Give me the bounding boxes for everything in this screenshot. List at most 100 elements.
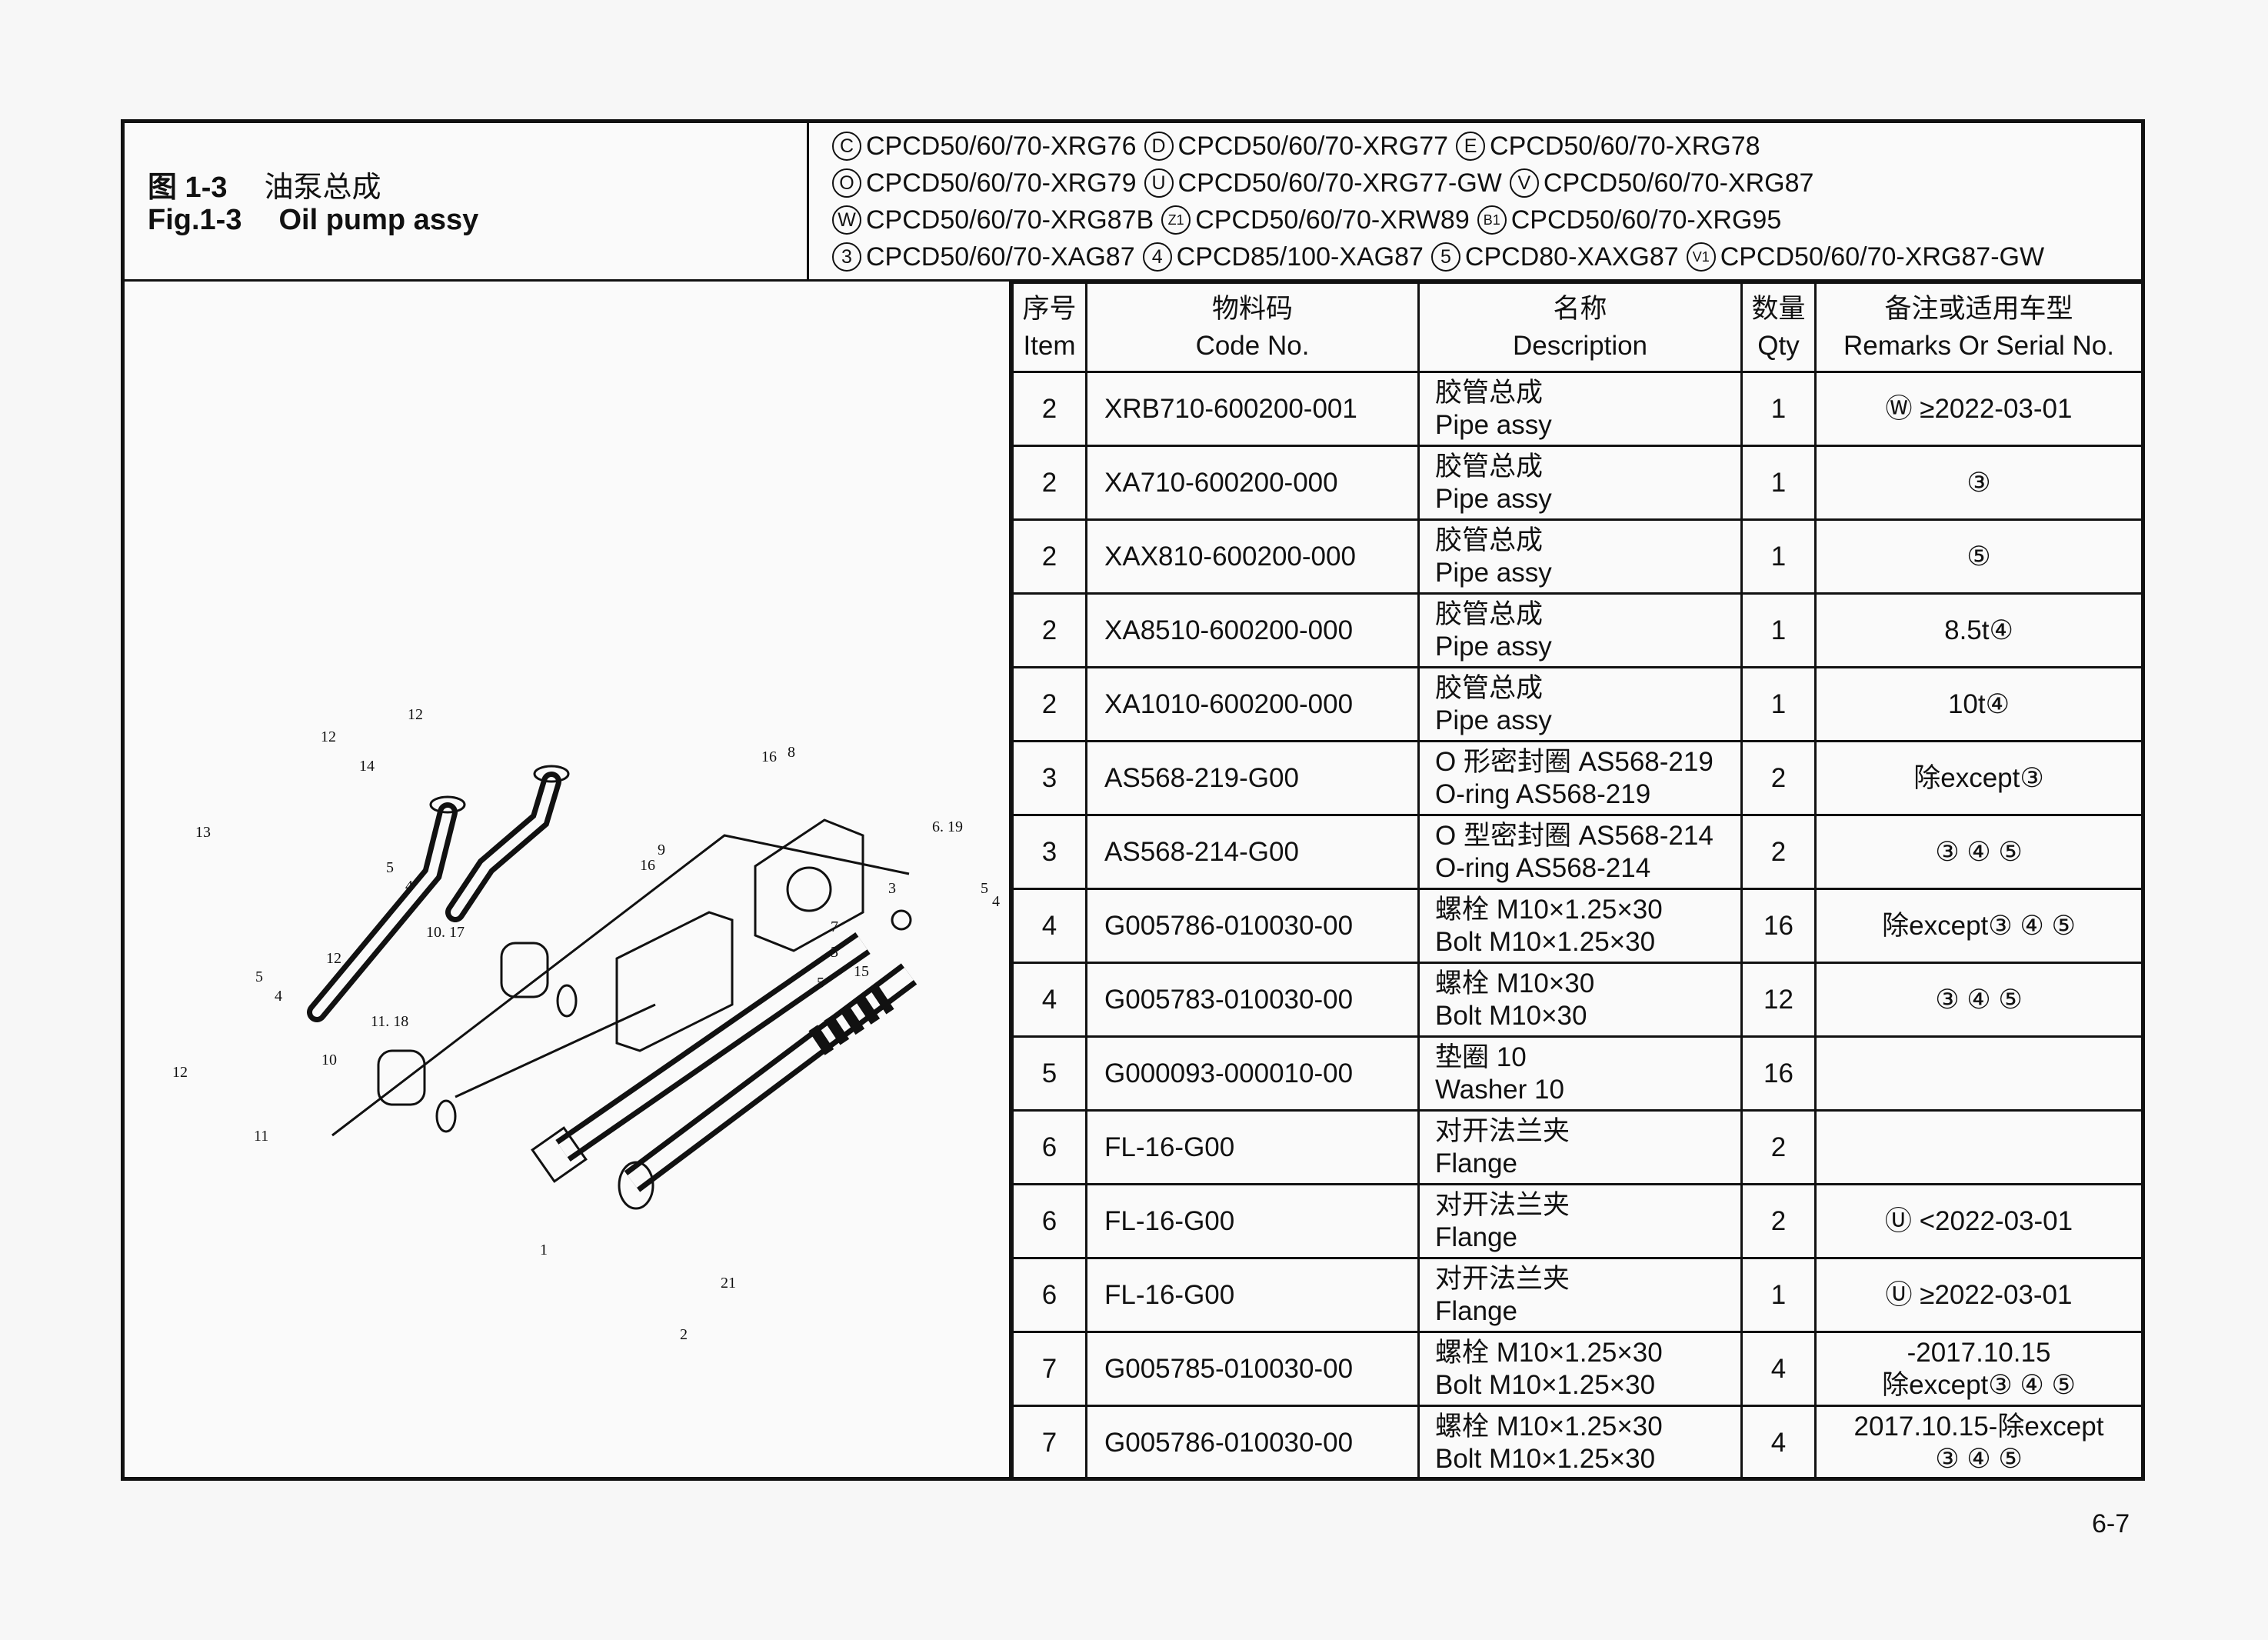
model-symbol-icon: 3: [832, 242, 861, 272]
cell-code: XA710-600200-000: [1085, 445, 1420, 521]
model-code: CPCD50/60/70-XRG87: [1543, 168, 1814, 198]
desc-en: Bolt M10×30: [1435, 1000, 1587, 1031]
cell-qty: 1: [1740, 592, 1817, 668]
callout: 11: [254, 1128, 268, 1145]
cell-item: 2: [1011, 666, 1087, 742]
flange: [377, 1049, 426, 1106]
cell-qty: 1: [1740, 666, 1817, 742]
cell-qty: 1: [1740, 518, 1817, 595]
cell-remarks: 除except③ ④ ⑤: [1814, 888, 2143, 964]
callout: 21: [721, 1275, 736, 1292]
cell-remarks: ③ ④ ⑤: [1814, 962, 2143, 1038]
desc-zh: 垫圈 10: [1435, 1042, 1527, 1072]
callout: 9: [658, 842, 665, 858]
cell-qty: 12: [1740, 962, 1817, 1038]
callout: 16: [640, 857, 655, 874]
fig-title-en: Oil pump assy: [278, 204, 479, 236]
callout: 10. 17: [426, 924, 465, 941]
flange: [500, 942, 549, 998]
cell-item: 6: [1011, 1257, 1087, 1333]
callout: 3: [831, 944, 838, 961]
hose-guard: [808, 985, 894, 1055]
o-ring: [556, 984, 578, 1018]
callout: 1: [540, 1242, 548, 1258]
cell-remarks: -2017.10.15 除except③ ④ ⑤: [1814, 1331, 2143, 1407]
cell-item: 7: [1011, 1331, 1087, 1407]
cell-code: AS568-219-G00: [1085, 740, 1420, 816]
pipe-end: [533, 765, 570, 783]
cell-item: 3: [1011, 814, 1087, 890]
model-symbol-icon: W: [832, 205, 861, 235]
cell-qty: 2: [1740, 814, 1817, 890]
model-symbol-icon: V1: [1686, 242, 1716, 272]
callout: 16: [761, 748, 777, 765]
desc-en: Flange: [1435, 1295, 1518, 1326]
callout: 6. 19: [932, 818, 963, 835]
callout: 12: [172, 1064, 188, 1081]
callout: 7: [831, 918, 838, 935]
oil-pump-assembly-illustration: 12 14 12 13 5 4 10. 17 12 11. 18 5 4 12 …: [172, 706, 1072, 1343]
desc-zh: 螺栓 M10×1.25×30: [1435, 1411, 1663, 1442]
desc-en: O-ring AS568-214: [1435, 852, 1651, 883]
model-code: CPCD50/60/70-XRG77: [1177, 132, 1449, 161]
model-symbol-icon: E: [1456, 132, 1486, 162]
cell-remarks: 除except③: [1814, 740, 2143, 816]
cell-code: FL-16-G00: [1085, 1257, 1420, 1333]
desc-zh: 螺栓 M10×1.25×30: [1435, 1337, 1663, 1368]
pipe-end: [429, 795, 466, 814]
callout: 4: [992, 893, 1000, 910]
callout: 11. 18: [371, 1013, 408, 1030]
desc-en: Bolt M10×1.25×30: [1435, 1443, 1656, 1474]
cell-remarks: 10t④: [1814, 666, 2143, 742]
desc-zh: 对开法兰夹: [1435, 1263, 1570, 1294]
desc-en: Bolt M10×1.25×30: [1435, 926, 1656, 957]
desc-en: Bolt M10×1.25×30: [1435, 1369, 1656, 1400]
model-code: CPCD50/60/70-XRG77-GW: [1177, 168, 1502, 198]
model-symbol-icon: C: [832, 132, 861, 162]
callout: 14: [359, 758, 375, 775]
callout: 12: [321, 728, 336, 745]
fig-label-en: Fig.1-3: [148, 204, 242, 236]
desc-zh: 胶管总成: [1435, 451, 1544, 482]
o-ring: [435, 1099, 457, 1133]
model-symbol-icon: 5: [1430, 242, 1460, 272]
callout: 4: [275, 988, 282, 1005]
model-code: CPCD50/60/70-XRG79: [866, 168, 1137, 198]
cell-remarks: Ⓤ ≥2022-03-01: [1814, 1257, 2143, 1333]
model-code: CPCD50/60/70-XRW89: [1195, 205, 1470, 235]
cell-qty: 2: [1740, 740, 1817, 816]
cell-qty: 2: [1740, 1183, 1817, 1259]
desc-zh: 胶管总成: [1435, 672, 1544, 703]
model-symbol-icon: 4: [1142, 242, 1172, 272]
desc-en: Pipe assy: [1435, 483, 1552, 514]
model-symbol-icon: D: [1144, 132, 1174, 162]
